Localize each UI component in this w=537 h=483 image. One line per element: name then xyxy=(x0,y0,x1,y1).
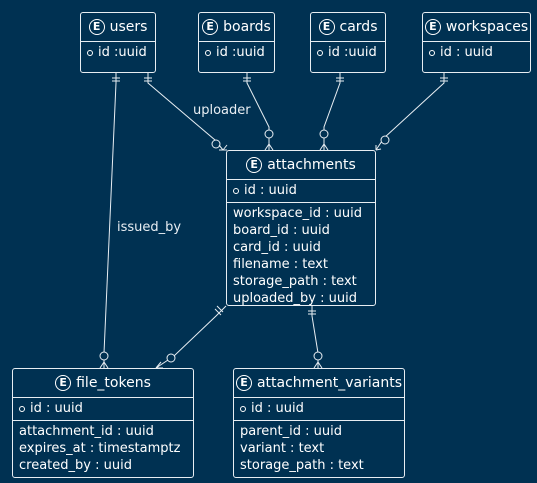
relation-label-uploader: uploader xyxy=(193,103,251,118)
entity-boards[interactable]: E boards id :uuid xyxy=(198,12,275,73)
entity-badge-icon: E xyxy=(424,19,441,35)
edge-workspaces-attachments xyxy=(375,73,448,151)
edge-users-file-tokens xyxy=(99,73,120,369)
field: created_by : uuid xyxy=(19,458,132,473)
pk-section: id :uuid xyxy=(81,41,155,64)
field: variant : text xyxy=(240,441,325,456)
pk-field: id : uuid xyxy=(251,401,304,416)
field: board_id : uuid xyxy=(233,223,330,238)
field-section: workspace_id : uuid board_id : uuid card… xyxy=(227,202,375,310)
field: card_id : uuid xyxy=(233,240,321,255)
entity-badge-icon: E xyxy=(318,19,335,35)
field: attachment_id : uuid xyxy=(19,424,154,439)
field: storage_path : text xyxy=(240,458,364,473)
entity-badge-icon: E xyxy=(235,375,252,391)
entity-header: E users xyxy=(81,13,155,41)
pk-section: id :uuid xyxy=(199,41,274,64)
edge-users-attachments xyxy=(144,73,228,151)
entity-title: attachment_variants xyxy=(256,375,403,391)
pk-field: id :uuid xyxy=(328,45,377,60)
field: filename : text xyxy=(233,257,328,272)
entity-workspaces[interactable]: E workspaces id : uuid xyxy=(422,12,531,73)
field-section: parent_id : uuid variant : text storage_… xyxy=(234,420,404,477)
field: workspace_id : uuid xyxy=(233,206,362,221)
pk-field: id : uuid xyxy=(244,183,297,198)
edge-cards-attachments xyxy=(319,73,344,151)
primary-key-icon xyxy=(233,187,239,194)
entity-cards[interactable]: E cards id :uuid xyxy=(310,12,386,73)
entity-title: attachments xyxy=(267,157,356,173)
entity-badge-icon: E xyxy=(88,19,105,35)
pk-section: id : uuid xyxy=(13,397,193,420)
entity-header: E attachment_variants xyxy=(234,369,404,397)
entity-header: E workspaces xyxy=(423,13,530,41)
entity-attachment-variants[interactable]: E attachment_variants id : uuid parent_i… xyxy=(233,368,405,478)
edge-attachments-file-tokens xyxy=(155,305,227,369)
relation-label-issued-by: issued_by xyxy=(117,220,182,235)
entity-badge-icon: E xyxy=(246,157,263,173)
entity-attachments[interactable]: E attachments id : uuid workspace_id : u… xyxy=(226,150,376,306)
pk-field: id :uuid xyxy=(216,45,265,60)
entity-title: cards xyxy=(339,19,378,35)
field-section: attachment_id : uuid expires_at : timest… xyxy=(13,420,193,477)
pk-section: id : uuid xyxy=(227,179,375,202)
primary-key-icon xyxy=(240,405,246,412)
entity-header: E file_tokens xyxy=(13,369,193,397)
pk-field: id : uuid xyxy=(440,45,493,60)
edge-boards-attachments xyxy=(243,73,274,151)
entity-header: E boards xyxy=(199,13,274,41)
pk-section: id :uuid xyxy=(311,41,385,64)
field: storage_path : text xyxy=(233,274,357,289)
entity-title: file_tokens xyxy=(76,375,151,391)
primary-key-icon xyxy=(19,405,25,412)
pk-field: id :uuid xyxy=(98,45,147,60)
field: expires_at : timestamptz xyxy=(19,441,181,456)
entity-header: E attachments xyxy=(227,151,375,179)
primary-key-icon xyxy=(429,49,435,56)
primary-key-icon xyxy=(317,49,323,56)
entity-file-tokens[interactable]: E file_tokens id : uuid attachment_id : … xyxy=(12,368,194,478)
field: uploaded_by : uuid xyxy=(233,291,357,306)
entity-badge-icon: E xyxy=(55,375,72,391)
pk-field: id : uuid xyxy=(30,401,83,416)
entity-users[interactable]: E users id :uuid xyxy=(80,12,156,73)
pk-section: id : uuid xyxy=(234,397,404,420)
entity-title: users xyxy=(109,19,148,35)
edge-attachments-variants xyxy=(308,306,323,369)
primary-key-icon xyxy=(87,49,93,56)
entity-title: workspaces xyxy=(445,19,529,35)
field: parent_id : uuid xyxy=(240,424,342,439)
entity-title: boards xyxy=(223,19,271,35)
entity-badge-icon: E xyxy=(202,19,219,35)
entity-header: E cards xyxy=(311,13,385,41)
primary-key-icon xyxy=(205,49,211,56)
pk-section: id : uuid xyxy=(423,41,530,64)
